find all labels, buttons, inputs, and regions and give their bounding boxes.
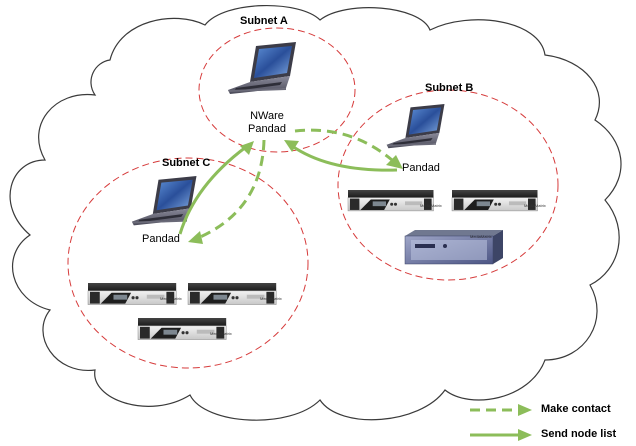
- node-a-label: NWare Pandad: [245, 110, 289, 136]
- arrowhead-send-node-list-c-to-a: [240, 141, 254, 155]
- arrow-make-contact-a-to-b: [294, 128, 393, 162]
- arrowhead-make-contact-a-to-b: [386, 155, 403, 169]
- device-brand-c1: MediaMatrix: [160, 296, 182, 301]
- legend-dashed-arrowhead: [518, 404, 532, 416]
- device-brand-b1: MediaMatrix: [420, 203, 442, 208]
- device-brand-b3: MediaMatrix: [470, 234, 492, 239]
- device-brand-c2: MediaMatrix: [260, 296, 282, 301]
- node-b-label: Pandad: [402, 162, 440, 174]
- subnet-a-boundary: [198, 27, 356, 153]
- rack-device-c2: [187, 282, 277, 306]
- arrow-send-node-list-b-to-a: [291, 144, 398, 172]
- subnet-b-boundary: [337, 89, 559, 281]
- node-a-line1: NWare: [250, 110, 284, 122]
- device-brand-b2: MediaMatrix: [524, 203, 546, 208]
- rack-device-b3: [404, 230, 503, 265]
- arrow-send-node-list-c-to-a: [178, 145, 247, 235]
- network-cloud: [9, 5, 622, 421]
- arrowhead-make-contact-a-to-c: [188, 231, 203, 244]
- subnet-c-boundary: [67, 157, 309, 369]
- node-a-line2: Pandad: [248, 123, 286, 135]
- subnet-a-title: Subnet A: [240, 15, 288, 27]
- rack-device-c3: [137, 317, 227, 341]
- subnet-c-title: Subnet C: [162, 157, 211, 169]
- node-c-label: Pandad: [142, 233, 180, 245]
- subnet-b-title: Subnet B: [425, 82, 474, 94]
- legend-solid-arrowhead: [518, 429, 532, 441]
- rack-device-c1: [87, 282, 177, 306]
- legend-make-contact-label: Make contact: [541, 403, 611, 415]
- arrowhead-send-node-list-b-to-a: [284, 140, 299, 152]
- device-brand-c3: MediaMatrix: [210, 331, 232, 336]
- legend-send-node-list-label: Send node list: [541, 428, 617, 440]
